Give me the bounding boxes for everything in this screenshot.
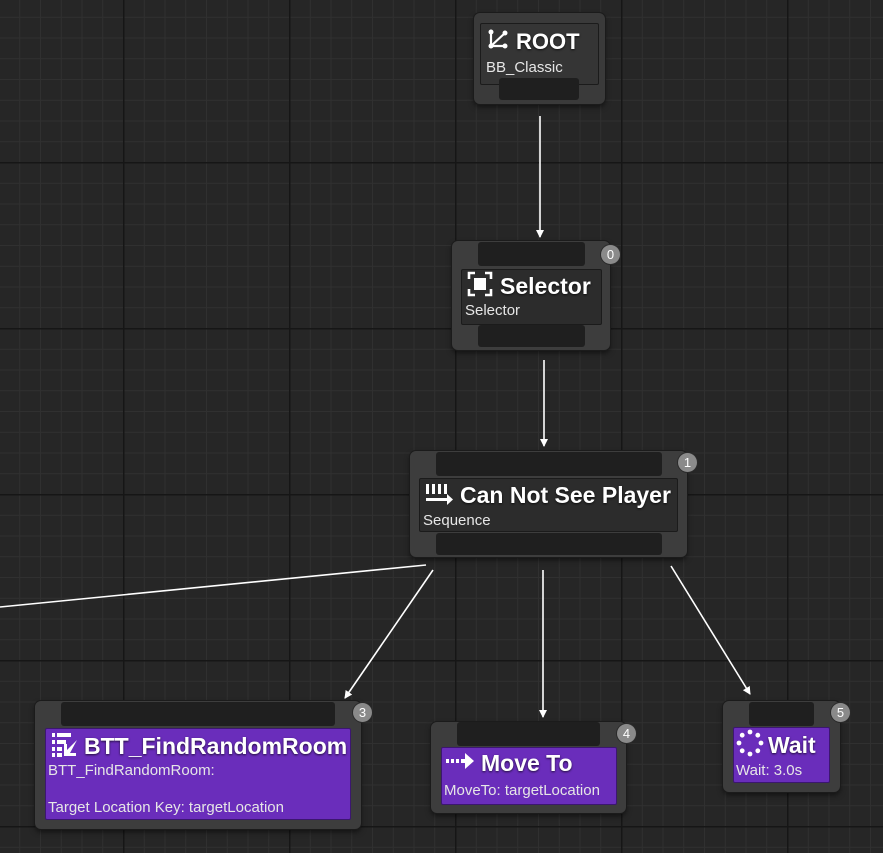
wait-header: Wait bbox=[736, 729, 816, 762]
selector-subtitle: Selector bbox=[465, 302, 521, 319]
selector-node[interactable]: 0 Selector Selector bbox=[452, 241, 620, 350]
root-node[interactable]: ROOT BB_Classic bbox=[474, 13, 605, 104]
wait-subtitle: Wait: 3.0s bbox=[736, 762, 803, 779]
move-to-input-pin[interactable] bbox=[457, 722, 600, 746]
find-random-room-node[interactable]: 3 BTT_FindRandomRoom BTT_FindRandomRoom:… bbox=[35, 701, 372, 829]
task-icon bbox=[50, 730, 78, 763]
selector-node-body bbox=[461, 269, 602, 325]
selector-icon bbox=[466, 270, 494, 303]
wait-execution-index-badge: 5 bbox=[831, 703, 850, 722]
wait-node[interactable]: 5 Wait Wait: 3.0s bbox=[723, 701, 850, 792]
move-to-node-body bbox=[441, 747, 617, 805]
wire-sequence-to-findroom bbox=[344, 569, 434, 699]
sequence-node[interactable]: 1 Can Not See Player Sequence bbox=[410, 451, 697, 557]
root-node-header: ROOT bbox=[486, 27, 580, 56]
sequence-input-pin[interactable] bbox=[436, 452, 662, 476]
wire-sequence-to-wait bbox=[670, 565, 751, 695]
sequence-node-body bbox=[419, 478, 678, 532]
move-to-header: Move To bbox=[445, 750, 573, 777]
move-to-title: Move To bbox=[481, 750, 573, 776]
find-random-room-target-key: Target Location Key: targetLocation bbox=[48, 799, 284, 816]
move-to-node[interactable]: 4 Move To MoveTo: targetLocation bbox=[431, 722, 636, 813]
wait-input-pin[interactable] bbox=[749, 702, 814, 726]
find-random-room-input-pin[interactable] bbox=[61, 702, 335, 726]
root-title: ROOT bbox=[516, 28, 580, 54]
sequence-output-pin[interactable] bbox=[436, 533, 662, 555]
sequence-title: Can Not See Player bbox=[460, 482, 671, 508]
find-random-room-node-body bbox=[45, 728, 351, 820]
sequence-node-header: Can Not See Player bbox=[424, 480, 671, 511]
wait-icon bbox=[736, 729, 764, 762]
wire-sequence-to-offscreen bbox=[0, 564, 427, 608]
move-arrow-icon bbox=[445, 750, 475, 777]
wait-title: Wait bbox=[768, 732, 816, 758]
root-branch-icon bbox=[486, 27, 510, 56]
root-output-pin[interactable] bbox=[499, 78, 579, 100]
move-to-subtitle: MoveTo: targetLocation bbox=[444, 782, 600, 799]
selector-input-pin[interactable] bbox=[478, 242, 585, 266]
find-random-room-header: BTT_FindRandomRoom bbox=[50, 730, 347, 763]
selector-title: Selector bbox=[500, 273, 591, 299]
find-random-room-title: BTT_FindRandomRoom bbox=[84, 733, 348, 759]
selector-node-header: Selector bbox=[466, 270, 591, 303]
selector-output-pin[interactable] bbox=[478, 325, 585, 347]
root-subtitle: BB_Classic bbox=[486, 59, 563, 76]
find-random-room-execution-index-badge: 3 bbox=[353, 703, 372, 722]
selector-execution-index-badge: 0 bbox=[601, 245, 620, 264]
find-random-room-subtitle: BTT_FindRandomRoom: bbox=[48, 762, 215, 779]
move-to-execution-index-badge: 4 bbox=[617, 724, 636, 743]
sequence-subtitle: Sequence bbox=[423, 512, 491, 529]
sequence-icon bbox=[424, 480, 454, 511]
sequence-execution-index-badge: 1 bbox=[678, 453, 697, 472]
